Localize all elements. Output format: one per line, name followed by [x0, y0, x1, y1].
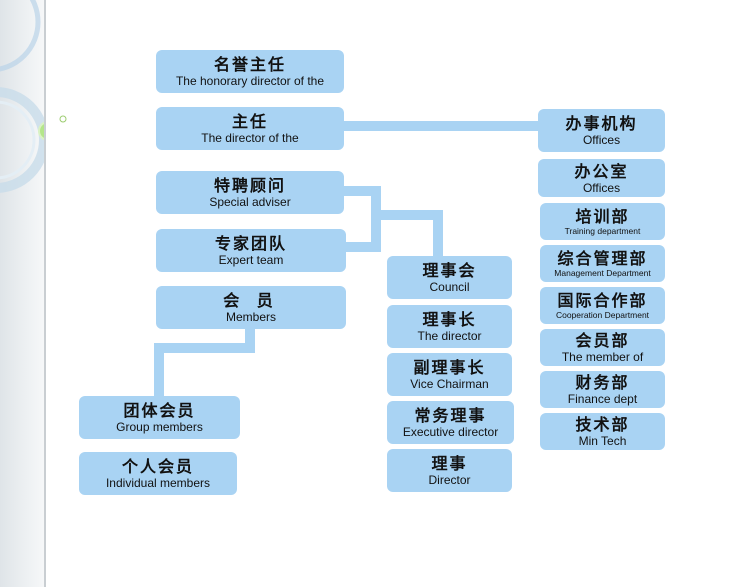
special-adviser-en: Special adviser — [209, 195, 291, 209]
council-director-en: The director — [417, 329, 482, 343]
executive-director-en: Executive director — [402, 425, 499, 439]
council-director-zh: 理事长 — [422, 310, 477, 329]
director-box: 主任 The director of the — [156, 107, 344, 150]
cooperation-dept-en: Cooperation Department — [555, 309, 650, 320]
member-dept-en: The member of — [561, 350, 644, 364]
council-director-box: 理事长 The director — [387, 305, 512, 348]
finance-dept-en: Finance dept — [567, 392, 638, 406]
finance-dept-zh: 财务部 — [575, 373, 630, 392]
group-members-zh: 团体会员 — [123, 401, 196, 420]
decorative-left-strip — [0, 0, 46, 587]
offices-zh: 办公室 — [574, 161, 629, 181]
member-dept-box: 会员部 The member of — [540, 329, 665, 366]
offices-head-box: 办事机构 Offices — [538, 109, 665, 152]
training-dept-zh: 培训部 — [575, 206, 630, 226]
director-en: The director of the — [201, 131, 299, 145]
management-dept-zh: 综合管理部 — [557, 248, 648, 268]
tech-dept-en: Min Tech — [578, 434, 627, 448]
offices-en: Offices — [582, 180, 621, 195]
board-director-zh: 理事 — [431, 454, 468, 473]
board-director-en: Director — [428, 473, 471, 487]
members-en: Members — [225, 310, 276, 324]
executive-director-zh: 常务理事 — [414, 406, 487, 425]
council-zh: 理事会 — [422, 261, 477, 280]
offices-head-en: Offices — [582, 133, 621, 147]
management-dept-box: 综合管理部 Management Department — [540, 245, 665, 282]
tech-dept-zh: 技术部 — [575, 415, 630, 434]
training-dept-box: 培训部 Training department — [540, 203, 665, 240]
small-dot-decor — [59, 115, 67, 123]
group-members-box: 团体会员 Group members — [79, 396, 240, 439]
individual-members-zh: 个人会员 — [121, 457, 194, 476]
offices-head-zh: 办事机构 — [565, 114, 638, 133]
expert-team-zh: 专家团队 — [214, 234, 287, 253]
expert-team-en: Expert team — [218, 253, 284, 267]
expert-team-box: 专家团队 Expert team — [156, 229, 346, 272]
group-members-en: Group members — [116, 420, 203, 434]
vice-chairman-en: Vice Chairman — [410, 377, 489, 391]
cooperation-dept-box: 国际合作部 Cooperation Department — [540, 287, 665, 324]
council-en: Council — [429, 280, 470, 294]
tech-dept-box: 技术部 Min Tech — [540, 413, 665, 450]
individual-members-box: 个人会员 Individual members — [79, 452, 237, 495]
members-box: 会 员 Members — [156, 286, 346, 329]
finance-dept-box: 财务部 Finance dept — [540, 371, 665, 408]
member-dept-zh: 会员部 — [575, 331, 630, 350]
director-zh: 主任 — [231, 112, 268, 131]
honorary-director-box: 名誉主任 The honorary director of the — [156, 50, 344, 93]
honorary-director-zh: 名誉主任 — [213, 55, 286, 74]
council-box: 理事会 Council — [387, 256, 512, 299]
vice-chairman-zh: 副理事长 — [413, 358, 486, 377]
special-adviser-box: 特聘顾问 Special adviser — [156, 171, 344, 214]
individual-members-en: Individual members — [105, 476, 211, 490]
executive-director-box: 常务理事 Executive director — [387, 401, 514, 444]
board-director-box: 理事 Director — [387, 449, 512, 492]
vice-chairman-box: 副理事长 Vice Chairman — [387, 353, 512, 396]
special-adviser-zh: 特聘顾问 — [213, 176, 286, 195]
members-zh: 会 员 — [223, 291, 279, 310]
honorary-director-en: The honorary director of the — [175, 74, 325, 88]
management-dept-en: Management Department — [554, 267, 651, 278]
training-dept-en: Training department — [564, 225, 641, 236]
offices-box: 办公室 Offices — [538, 159, 665, 197]
cooperation-dept-zh: 国际合作部 — [557, 290, 648, 310]
